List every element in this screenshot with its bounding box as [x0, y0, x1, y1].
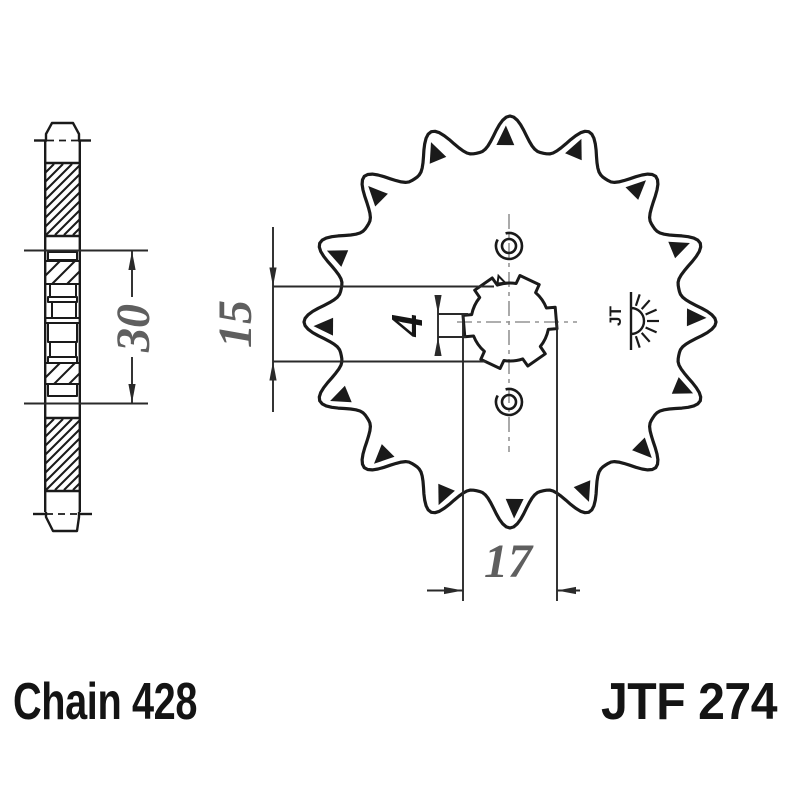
- dimension-15-value: 15: [209, 300, 262, 348]
- chain-roller: [49, 341, 77, 358]
- bolt-hole-bottom: [494, 387, 524, 417]
- hatch-line: [44, 428, 81, 465]
- hatch-line: [45, 455, 81, 491]
- sun-ray: [634, 294, 641, 307]
- bolt-hole-top: [494, 231, 524, 261]
- hatch-line: [53, 362, 76, 385]
- tooth-chamfer-mark: [671, 377, 694, 394]
- tooth-chamfer-mark: [313, 317, 334, 336]
- hatch-line: [44, 191, 81, 228]
- hatch-line: [44, 163, 73, 192]
- tooth-chamfer-mark: [374, 444, 395, 464]
- dimension-30-value: 30: [107, 304, 160, 353]
- tooth-chamfer-mark: [368, 186, 388, 207]
- sprocket-outline: [302, 114, 718, 530]
- tooth-chamfer-mark: [625, 180, 646, 200]
- tooth-chamfer-mark: [686, 308, 707, 327]
- hatch-line: [63, 473, 81, 491]
- side-top-cap: [44, 121, 81, 141]
- hatch-line: [44, 418, 73, 447]
- part-number-label: JTF 274: [601, 673, 778, 731]
- arrowhead-down: [128, 384, 136, 403]
- hatch-band-upper: [44, 163, 81, 236]
- sprocket-teeth-outline: [302, 114, 718, 530]
- chain-roller: [47, 383, 78, 397]
- hatch-line: [45, 200, 81, 236]
- hatch-line: [44, 163, 64, 183]
- chain-link: [47, 322, 78, 343]
- hatch-line: [44, 182, 81, 219]
- sun-ray: [634, 335, 641, 348]
- tooth-chamfer-mark: [505, 498, 524, 519]
- hatch-line: [44, 173, 81, 210]
- tapped-hole-arc: [494, 387, 524, 417]
- dimension-4-value: 4: [381, 314, 432, 338]
- hatch-line: [66, 270, 81, 285]
- hatch-line: [72, 227, 81, 236]
- hatch-line: [44, 164, 81, 201]
- dimension-17: 17: [427, 313, 580, 601]
- hatch-line: [68, 372, 81, 385]
- dimension-arrowheads: [128, 251, 576, 595]
- dimension-4: 4: [381, 296, 468, 356]
- arrowhead-up: [269, 361, 277, 381]
- jt-sunburst-logo: JT: [606, 292, 659, 350]
- hatch-band-link: [44, 362, 81, 385]
- hatch-line: [44, 419, 81, 456]
- tooth-chamfer-mark: [632, 437, 652, 458]
- hatch-line: [54, 209, 81, 236]
- tooth-chamfer-mark: [330, 385, 352, 403]
- logo-sun-half: [630, 306, 646, 336]
- tooth-chamfer-mark: [438, 483, 455, 506]
- hatch-line: [44, 362, 61, 379]
- chain-size-label: Chain 428: [13, 673, 197, 731]
- sun-ray: [640, 332, 651, 343]
- tooth-chamfer-mark: [429, 142, 447, 164]
- dimension-15: 15: [209, 227, 494, 412]
- chain-roller: [49, 283, 77, 298]
- tooth-chamfer-mark: [565, 138, 582, 161]
- arrowhead-up: [434, 337, 442, 356]
- arrowhead-down: [434, 295, 442, 314]
- dimension-17-value: 17: [484, 535, 534, 588]
- logo-sun-rays: [634, 294, 659, 348]
- sun-ray: [645, 308, 658, 316]
- arrowhead-right: [444, 586, 463, 595]
- hub-spline-bore: [461, 273, 559, 370]
- tapped-hole-arc: [494, 231, 524, 261]
- hatch-band-link: [44, 260, 81, 285]
- sprocket-front-view: [302, 114, 718, 530]
- arrowhead-left: [557, 586, 576, 595]
- sun-ray: [640, 299, 651, 310]
- side-bottom-cap: [44, 512, 81, 533]
- side-section-view: [33, 121, 92, 533]
- hatch-line: [44, 418, 64, 438]
- hatch-line: [44, 260, 61, 277]
- hatch-line: [63, 218, 81, 236]
- hole-inner: [500, 393, 518, 411]
- hatch-band-lower: [44, 418, 81, 491]
- hatch-line: [72, 482, 81, 491]
- spline-key-notch: [496, 273, 508, 285]
- logo-text: JT: [606, 306, 625, 326]
- hatch-line: [54, 464, 81, 491]
- tooth-chamfer-mark: [496, 125, 515, 146]
- hatch-line: [44, 446, 81, 483]
- sun-ray: [645, 326, 658, 334]
- spline-bore-outline: [461, 274, 559, 370]
- chain-roller: [51, 301, 77, 319]
- hatch-line: [44, 163, 55, 174]
- hole-inner: [500, 237, 518, 255]
- chain-roller: [47, 251, 78, 261]
- hatch-line: [44, 437, 81, 474]
- tooth-chamfer-mark: [668, 241, 690, 259]
- arrowhead-up: [128, 251, 136, 270]
- hatch-line: [51, 260, 76, 285]
- tooth-chamfer-mark: [326, 250, 349, 267]
- arrowhead-down: [269, 267, 277, 287]
- hatch-line: [44, 418, 55, 429]
- tooth-chamfer-mark: [573, 480, 591, 502]
